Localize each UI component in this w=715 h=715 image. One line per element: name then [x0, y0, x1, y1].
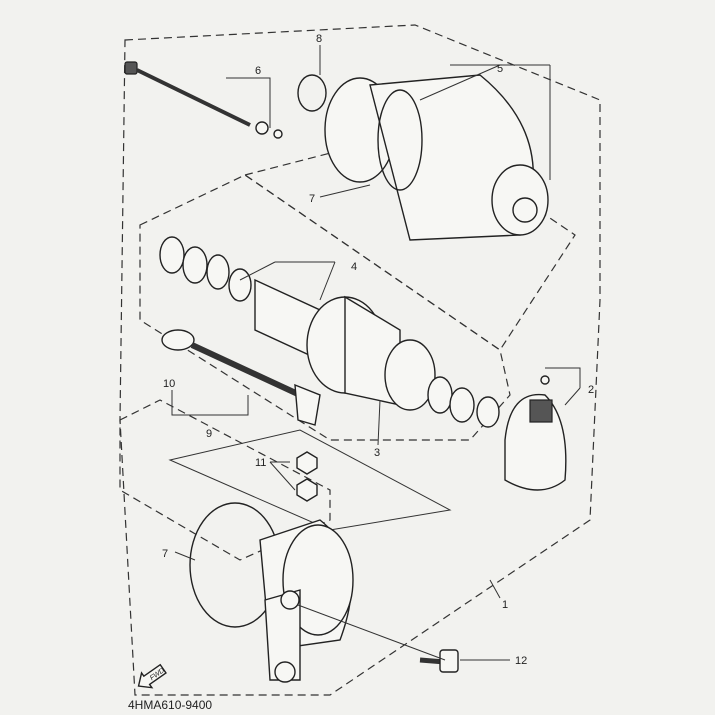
forward-arrow-icon: FWD	[137, 663, 167, 689]
yoke-assembly	[324, 74, 549, 241]
callout-7-lower: 7	[162, 548, 168, 560]
callout-5: 5	[497, 63, 503, 75]
armature	[254, 278, 500, 428]
fwd-label: FWD	[149, 667, 166, 682]
callout-12: 12	[515, 655, 527, 667]
callout-8: 8	[316, 33, 322, 45]
front-housing	[259, 519, 354, 683]
washer-stack	[159, 236, 252, 302]
lead-wire	[161, 329, 321, 426]
assembly-boundary	[119, 24, 601, 696]
callout-3: 3	[374, 447, 380, 459]
flange-bolt	[419, 649, 459, 673]
callout-2: 2	[588, 384, 594, 396]
callout-6: 6	[255, 65, 261, 77]
callout-4: 4	[351, 261, 357, 273]
callout-7-upper: 7	[309, 193, 315, 205]
nut	[296, 478, 318, 502]
nut	[296, 451, 318, 475]
leader-lines	[171, 45, 581, 661]
bottom-boundary	[168, 429, 452, 531]
brush-holder	[504, 375, 567, 491]
callout-1: 1	[502, 599, 508, 611]
callout-11: 11	[255, 457, 266, 469]
housing-boundary	[119, 399, 331, 561]
long-bolt	[124, 61, 283, 139]
figure-code: 4HMA610-9400	[128, 698, 212, 712]
callout-10: 10	[163, 378, 175, 390]
callout-9: 9	[206, 428, 212, 440]
o-ring	[297, 74, 327, 112]
